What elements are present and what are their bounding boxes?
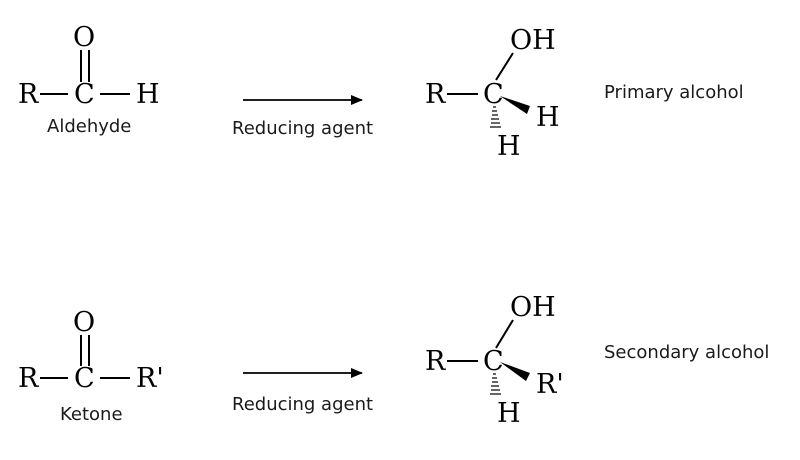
aldehyde-structure: O R C H: [18, 22, 160, 110]
central-carbon: C: [483, 79, 504, 110]
secondary-alcohol-label: Secondary alcohol: [604, 342, 769, 363]
hashed-hydrogen: H: [497, 131, 521, 162]
hydroxyl-group: OH: [510, 292, 556, 323]
ketone-label: Ketone: [60, 404, 123, 425]
r-prime-group: R': [536, 369, 564, 400]
aldehyde-label: Aldehyde: [47, 116, 131, 137]
hashed-hydrogen: H: [497, 398, 521, 429]
reducing-agent-label-1: Reducing agent: [232, 118, 373, 139]
carbonyl-carbon: C: [74, 363, 95, 394]
hashed-bond: [490, 106, 501, 128]
r-group: R: [425, 346, 446, 377]
reaction-aldehyde: O R C H Aldehyde Reducing agent OH R C H: [18, 22, 744, 162]
central-carbon: C: [483, 346, 504, 377]
carbonyl-oxygen: O: [73, 22, 95, 53]
r-group: R: [425, 79, 446, 110]
hashed-bond: [490, 373, 501, 395]
wedge-bond: [500, 96, 530, 114]
wedge-bond: [500, 362, 530, 381]
secondary-alcohol-structure: OH R C R' H: [425, 292, 564, 429]
reaction-ketone: O R C R' Ketone Reducing agent OH R C R': [18, 292, 769, 429]
carbonyl-carbon: C: [74, 79, 95, 110]
carbonyl-oxygen: O: [73, 307, 95, 338]
r-group: R: [18, 363, 39, 394]
primary-alcohol-label: Primary alcohol: [604, 82, 744, 103]
hydroxyl-group: OH: [510, 25, 556, 56]
reducing-agent-label-2: Reducing agent: [232, 394, 373, 415]
aldehyde-hydrogen: H: [136, 79, 160, 110]
primary-alcohol-structure: OH R C H H: [425, 25, 560, 162]
r-prime-group: R': [136, 363, 164, 394]
r-group: R: [18, 79, 39, 110]
ketone-structure: O R C R': [18, 307, 164, 394]
c-oh-bond: [495, 319, 514, 349]
wedge-hydrogen: H: [536, 102, 560, 133]
c-oh-bond: [495, 52, 514, 81]
